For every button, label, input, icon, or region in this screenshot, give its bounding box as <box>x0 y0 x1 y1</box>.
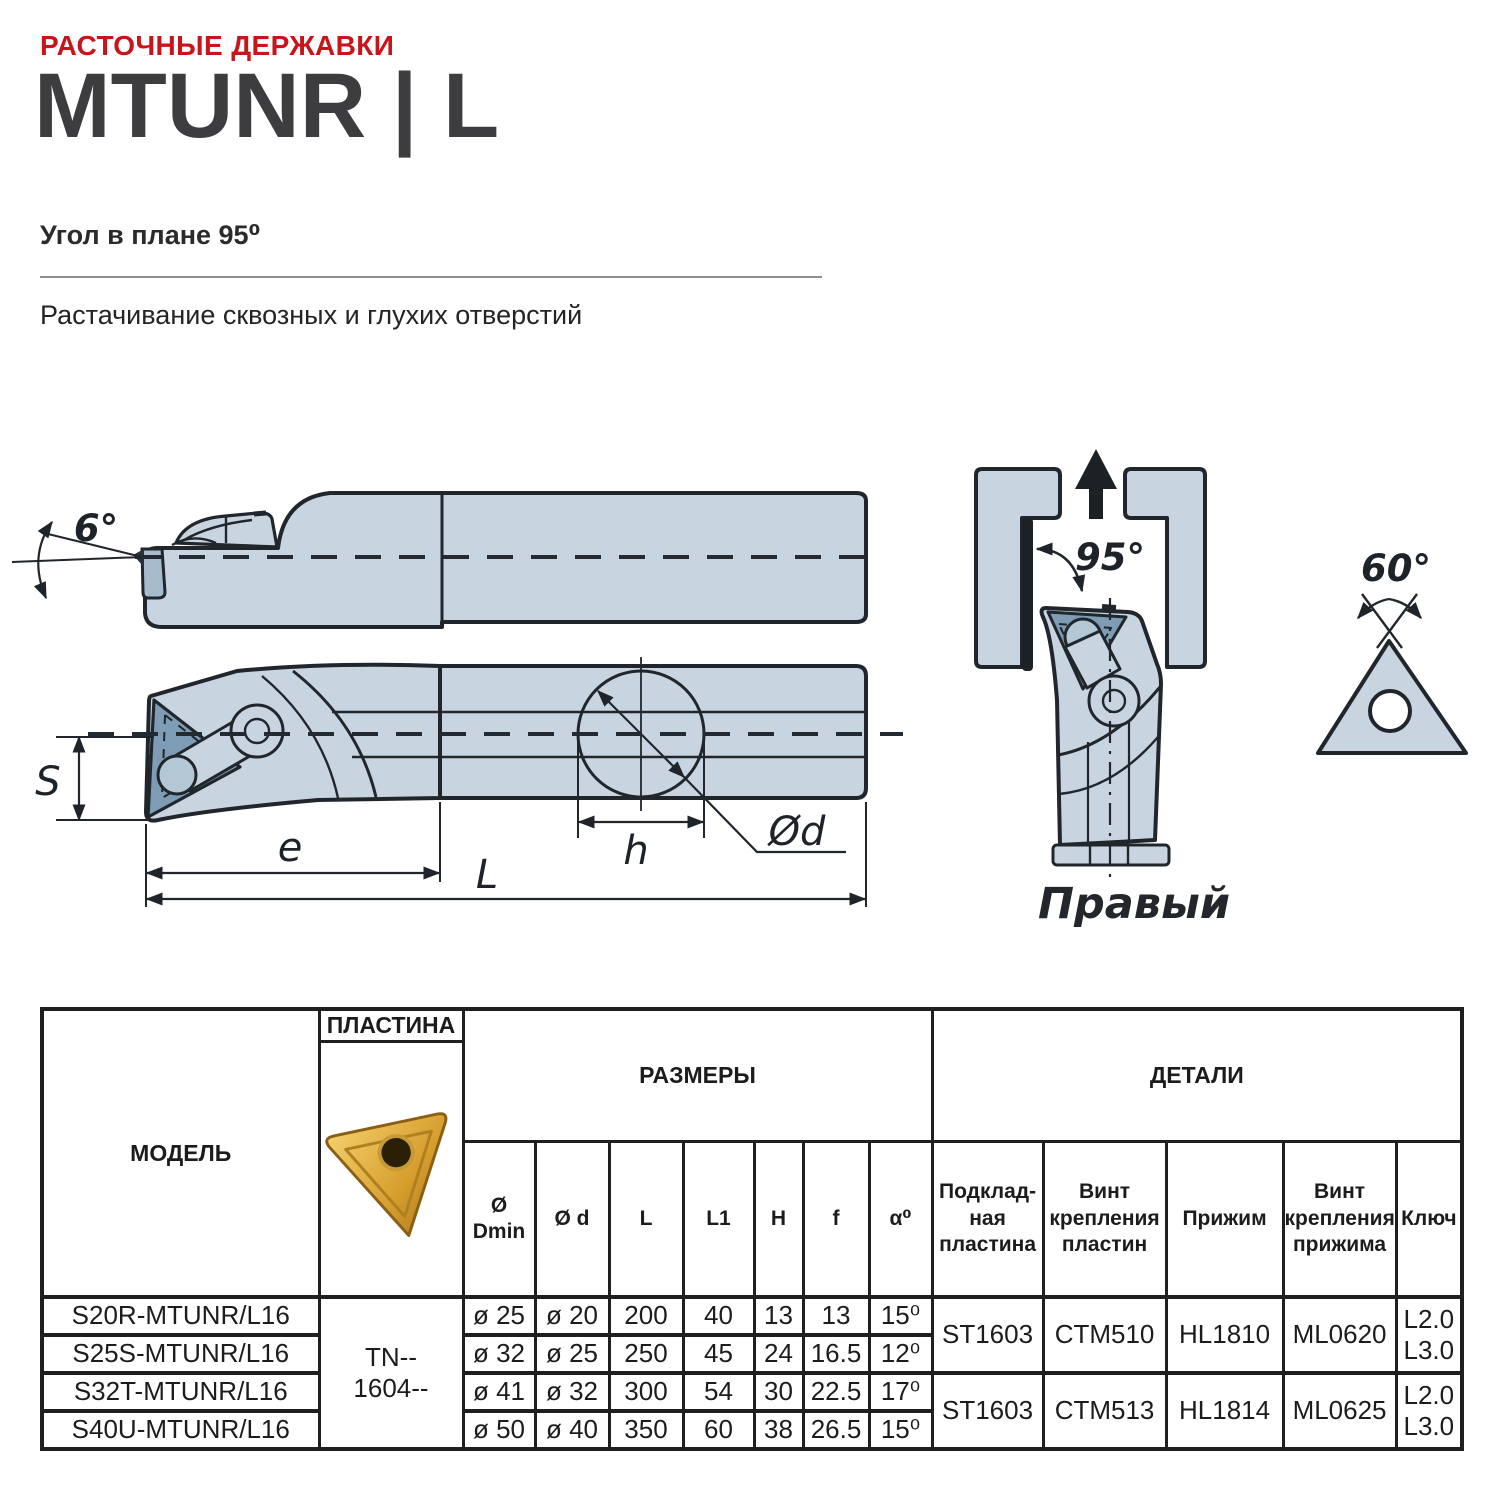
d-cell: ø 40 <box>533 1409 611 1451</box>
clamp-screw-cell: ML0625 <box>1281 1371 1398 1451</box>
l1-cell: 40 <box>681 1295 756 1337</box>
col-header-d: Ø d <box>533 1139 611 1299</box>
h-cell: 24 <box>752 1333 805 1375</box>
d-cell: ø 20 <box>533 1295 611 1337</box>
hand-view: 95° Правый <box>974 449 1230 929</box>
category-label: РАСТОЧНЫЕ ДЕРЖАВКИ <box>40 30 395 61</box>
dmin-cell: ø 25 <box>461 1295 537 1337</box>
l-cell: 300 <box>607 1371 685 1413</box>
h-cell: 30 <box>752 1371 805 1413</box>
l1-cell: 60 <box>681 1409 756 1451</box>
alpha-cell: 12⁰ <box>867 1333 934 1375</box>
dmin-cell: ø 50 <box>461 1409 537 1451</box>
dim-label-h: h <box>623 828 648 874</box>
l1-cell: 54 <box>681 1371 756 1413</box>
alpha-cell: 15⁰ <box>867 1409 934 1451</box>
col-header-insert-screw: Винт крепления пластин <box>1041 1139 1168 1299</box>
col-header-clamp: Прижим <box>1164 1139 1285 1299</box>
col-header-model: МОДЕЛЬ <box>40 1007 321 1299</box>
plan-angle-label: 95° <box>1075 536 1145 579</box>
l-cell: 250 <box>607 1333 685 1375</box>
l-cell: 350 <box>607 1409 685 1451</box>
dim-label-e: e <box>278 825 303 871</box>
spec-table: МОДЕЛЬ ПЛАСТИНА РАЗМЕРЫ ДЕТАЛИ Ø Dmin Ø … <box>40 1007 1465 1451</box>
d-cell: ø 25 <box>533 1333 611 1375</box>
technical-drawing: 6° Ød S e L <box>11 449 1468 929</box>
dim-label-l: L <box>476 852 498 898</box>
d-cell: ø 32 <box>533 1371 611 1413</box>
table-row: S32T-MTUNR/L16 ø 41 ø 32 300 54 30 22.5 … <box>40 1371 1464 1451</box>
table-row: S20R-MTUNR/L16 TN-- 1604-- ø 25 ø 20 200… <box>40 1295 1464 1451</box>
page-title: MTUNR | L <box>34 55 500 157</box>
pad-cell: ST1603 <box>930 1295 1045 1375</box>
col-header-alpha: α⁰ <box>867 1139 934 1299</box>
col-header-pad: Подклад- ная пластина <box>930 1139 1045 1299</box>
application-description: Растачивание сквозных и глухих отверстий <box>40 300 583 330</box>
col-header-clamp-screw: Винт крепления прижима <box>1281 1139 1398 1299</box>
model-cell: S25S-MTUNR/L16 <box>40 1333 321 1375</box>
col-header-dmin: Ø Dmin <box>461 1139 537 1299</box>
insert-angle-label: 60° <box>1361 547 1431 590</box>
col-header-h: H <box>752 1139 805 1299</box>
dim-label-s: S <box>35 759 60 805</box>
plan-view: Ød S e L h <box>35 657 903 907</box>
alpha-cell: 17⁰ <box>867 1371 934 1413</box>
h-cell: 13 <box>752 1295 805 1337</box>
model-cell: S32T-MTUNR/L16 <box>40 1371 321 1413</box>
dmin-cell: ø 32 <box>461 1333 537 1375</box>
dim-label-diameter: Ød <box>767 809 826 855</box>
front-angle-label: 6° <box>74 507 118 550</box>
col-header-plate: ПЛАСТИНА <box>317 1007 465 1043</box>
divider-line <box>40 276 822 278</box>
plan-angle-subtitle: Угол в плане 95⁰ <box>40 220 261 250</box>
col-header-key: Ключ <box>1394 1139 1464 1299</box>
insert-photo <box>324 1112 447 1238</box>
f-cell: 13 <box>801 1295 871 1337</box>
col-header-f: f <box>801 1139 871 1299</box>
f-cell: 16.5 <box>801 1333 871 1375</box>
hand-label: Правый <box>1038 879 1230 929</box>
clamp-cell: HL1810 <box>1164 1295 1285 1375</box>
alpha-cell: 15⁰ <box>867 1295 934 1337</box>
insert-screw-cell: CTM510 <box>1041 1295 1168 1375</box>
f-cell: 26.5 <box>801 1409 871 1451</box>
dmin-cell: ø 41 <box>461 1371 537 1413</box>
clamp-cell: HL1814 <box>1164 1371 1285 1451</box>
insert-view: 60° <box>1316 547 1468 755</box>
pad-cell: ST1603 <box>930 1371 1045 1451</box>
plate-cell: TN-- 1604-- <box>317 1295 465 1451</box>
l1-cell: 45 <box>681 1333 756 1375</box>
key-cell: L2.0 L3.0 <box>1394 1295 1464 1375</box>
insert-photo-cell <box>317 1039 465 1299</box>
col-header-l1: L1 <box>681 1139 756 1299</box>
col-header-length: L <box>607 1139 685 1299</box>
f-cell: 22.5 <box>801 1371 871 1413</box>
model-cell: S40U-MTUNR/L16 <box>40 1409 321 1451</box>
group-header-details: ДЕТАЛИ <box>930 1007 1464 1143</box>
group-header-sizes: РАЗМЕРЫ <box>461 1007 934 1143</box>
table-row: S40U-MTUNR/L16 ø 50 ø 40 350 60 38 26.5 … <box>40 1409 1462 1451</box>
clamp-screw-cell: ML0620 <box>1281 1295 1398 1375</box>
l-cell: 200 <box>607 1295 685 1337</box>
insert-screw-cell: CTM513 <box>1041 1371 1168 1451</box>
side-view: 6° <box>11 491 880 629</box>
model-cell: S20R-MTUNR/L16 <box>40 1295 321 1337</box>
h-cell: 38 <box>752 1409 805 1451</box>
key-cell: L2.0 L3.0 <box>1394 1371 1464 1451</box>
table-row: S25S-MTUNR/L16 ø 32 ø 25 250 45 24 16.5 … <box>40 1333 1462 1375</box>
